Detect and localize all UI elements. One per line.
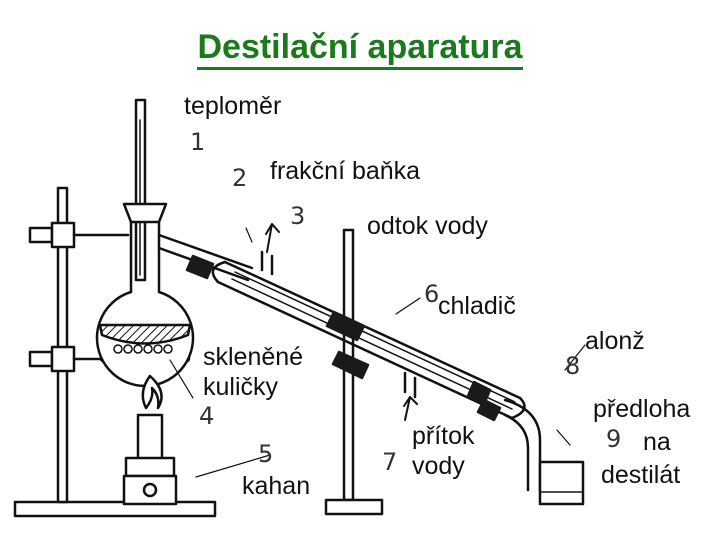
label-beads-line1: skleněné	[203, 343, 304, 371]
base-plate	[13, 500, 217, 518]
label-water-inlet-line2: vody	[412, 452, 465, 480]
number-9: 9	[606, 425, 622, 453]
condenser-clamps	[185, 254, 502, 422]
label-condenser: chladič	[438, 292, 516, 320]
water-inlet-arrow	[403, 396, 418, 421]
label-burner: kahan	[242, 472, 311, 500]
number-3: 3	[290, 202, 306, 230]
stopper	[122, 202, 168, 224]
number-7: 7	[382, 448, 398, 476]
flask-neck	[129, 220, 161, 294]
number-1: 1	[190, 128, 206, 156]
label-water-inlet-line1: přítok	[412, 422, 475, 450]
left-stand-rod	[56, 186, 69, 504]
burner	[122, 374, 178, 506]
number-2: 2	[232, 164, 248, 192]
diagram-title: Destilační aparatura	[0, 28, 720, 70]
leader-lines	[169, 227, 586, 478]
number-8: 8	[565, 352, 581, 380]
thermometer	[134, 98, 147, 282]
water-outlet-arrow	[265, 223, 280, 253]
number-4: 4	[199, 402, 215, 430]
label-flask: frakční baňka	[270, 157, 421, 185]
title-text: Destilační aparatura	[197, 28, 523, 70]
label-receiver-line2: na	[643, 428, 671, 456]
number-5: 5	[258, 440, 274, 468]
right-stand-base	[324, 498, 384, 516]
receiver-beaker	[538, 460, 585, 506]
label-receiver-line3: destilát	[601, 461, 681, 489]
label-adapter: alonž	[585, 327, 645, 355]
flame-wire-gauze	[113, 344, 173, 354]
label-receiver-line1: předloha	[593, 395, 691, 423]
water-inlet-tube	[403, 371, 417, 399]
label-water-outlet: odtok vody	[367, 212, 488, 240]
adapter	[503, 398, 542, 492]
upper-clamp	[28, 221, 130, 249]
water-outlet-tube	[260, 250, 274, 276]
label-beads-line2: kuličky	[203, 373, 279, 401]
number-6: 6	[424, 280, 440, 308]
glass-beads	[98, 323, 192, 345]
label-thermometer: teploměr	[184, 92, 282, 120]
